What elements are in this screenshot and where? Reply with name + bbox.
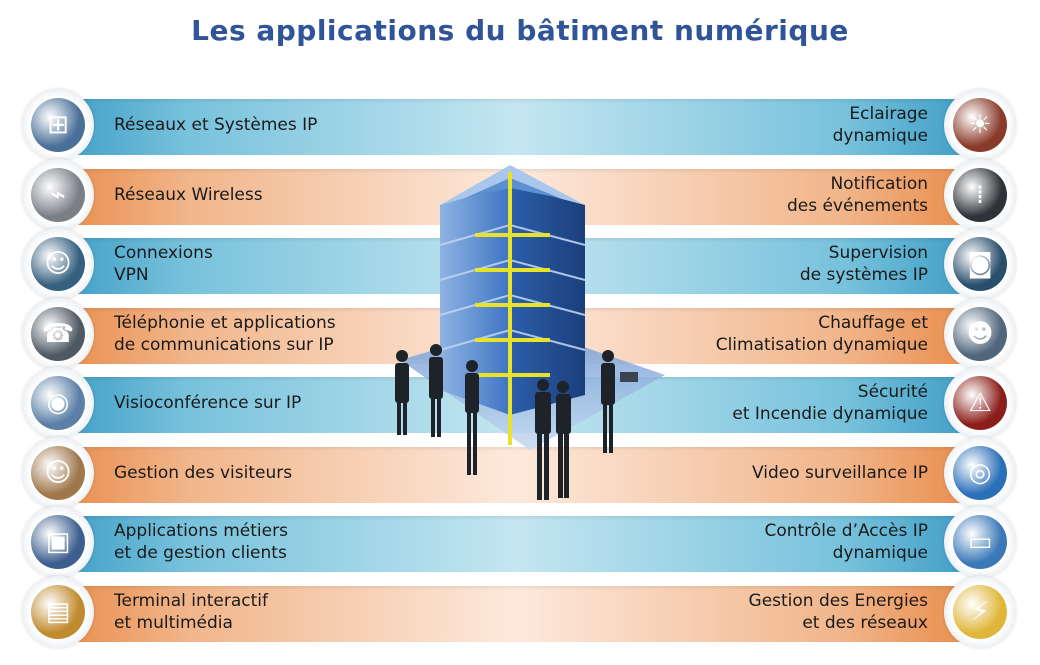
energy-ruler-icon: ⚡ [953,585,1007,639]
energy-ruler-badge: ⚡ [944,576,1016,648]
label-line: Réseaux Wireless [114,185,263,205]
access-badge-badge: ▭ [944,506,1016,578]
label-line: des événements [786,196,928,216]
user-at-server-badge: ☺ [22,228,94,300]
label-line: dynamique [832,543,928,563]
network-lines [475,172,550,445]
label-line: Gestion des Energies [748,591,928,611]
fire-alarm-icon: ⚠ [953,376,1007,430]
technician-icon: ☻ [953,307,1007,361]
label-line: Applications métiers [114,521,288,541]
application-band [60,513,970,572]
label-line: dynamique [832,126,928,146]
security-camera-icon: ◎ [953,446,1007,500]
touch-screen-kiosk-icon: ▣ [31,515,85,569]
label-line: Climatisation dynamique [715,335,928,355]
interactive-terminal-badge: ▤ [22,576,94,648]
interactive-terminal-icon: ▤ [31,585,85,639]
label-line: VPN [114,265,149,285]
label-line: Notification [830,174,928,194]
application-band [60,96,970,155]
mobile-phone-badge: ☎ [22,298,94,370]
receptionist-icon: ☺ [31,446,85,500]
left-application-label: Visioconférence sur IP [114,392,301,414]
application-band [60,444,970,503]
digital-building-illustration [395,165,665,500]
label-line: Sécurité [857,382,928,402]
tower-front [440,185,510,415]
wireless-device-badge: ⌁ [22,159,94,231]
monitoring-operator-icon: ◙ [953,237,1007,291]
label-line: de systèmes IP [799,265,928,285]
label-line: Réseaux et Systèmes IP [114,115,318,135]
label-line: Video surveillance IP [751,463,928,483]
ceiling-lamp-icon: ☀ [953,98,1007,152]
label-line: Visioconférence sur IP [114,393,302,413]
ceiling-lamp-badge: ☀ [944,89,1016,161]
label-line: et de gestion clients [114,543,287,563]
network-port-badge: ⊞ [22,89,94,161]
label-line: Connexions [114,243,213,263]
video-camera-icon: ◉ [31,376,85,430]
touch-screen-kiosk-badge: ▣ [22,506,94,578]
label-line: Terminal interactif [114,591,268,611]
label-line: Téléphonie et applications [114,313,336,333]
page-title: Les applications du bâtiment numérique [191,14,849,47]
keypad-icon: ⁞ [953,168,1007,222]
right-application-label: Video surveillance IP [752,462,928,484]
label-line: Eclairage [849,104,928,124]
label-line: Chauffage et [818,313,928,333]
left-application-label: Gestion des visiteurs [114,462,292,484]
label-line: Supervision [828,243,928,263]
wireless-device-icon: ⌁ [31,168,85,222]
label-line: Contrôle d’Accès IP [764,521,928,541]
tower-side [510,185,585,415]
label-line: et Incendie dynamique [732,404,928,424]
security-camera-badge: ◎ [944,437,1016,509]
user-at-server-icon: ☺ [31,237,85,291]
fire-alarm-badge: ⚠ [944,367,1016,439]
monitoring-operator-badge: ◙ [944,228,1016,300]
keypad-badge: ⁞ [944,159,1016,231]
left-application-label: Réseaux et Systèmes IP [114,114,317,136]
network-port-icon: ⊞ [31,98,85,152]
label-line: Gestion des visiteurs [114,463,293,483]
label-line: et des réseaux [802,613,928,633]
technician-badge: ☻ [944,298,1016,370]
mobile-phone-icon: ☎ [31,307,85,361]
application-band [60,583,970,642]
receptionist-badge: ☺ [22,437,94,509]
label-line: et multimédia [114,613,233,633]
access-badge-icon: ▭ [953,515,1007,569]
label-line: de communications sur IP [114,335,334,355]
business-people [395,344,638,500]
video-camera-badge: ◉ [22,367,94,439]
left-application-label: Réseaux Wireless [114,184,263,206]
